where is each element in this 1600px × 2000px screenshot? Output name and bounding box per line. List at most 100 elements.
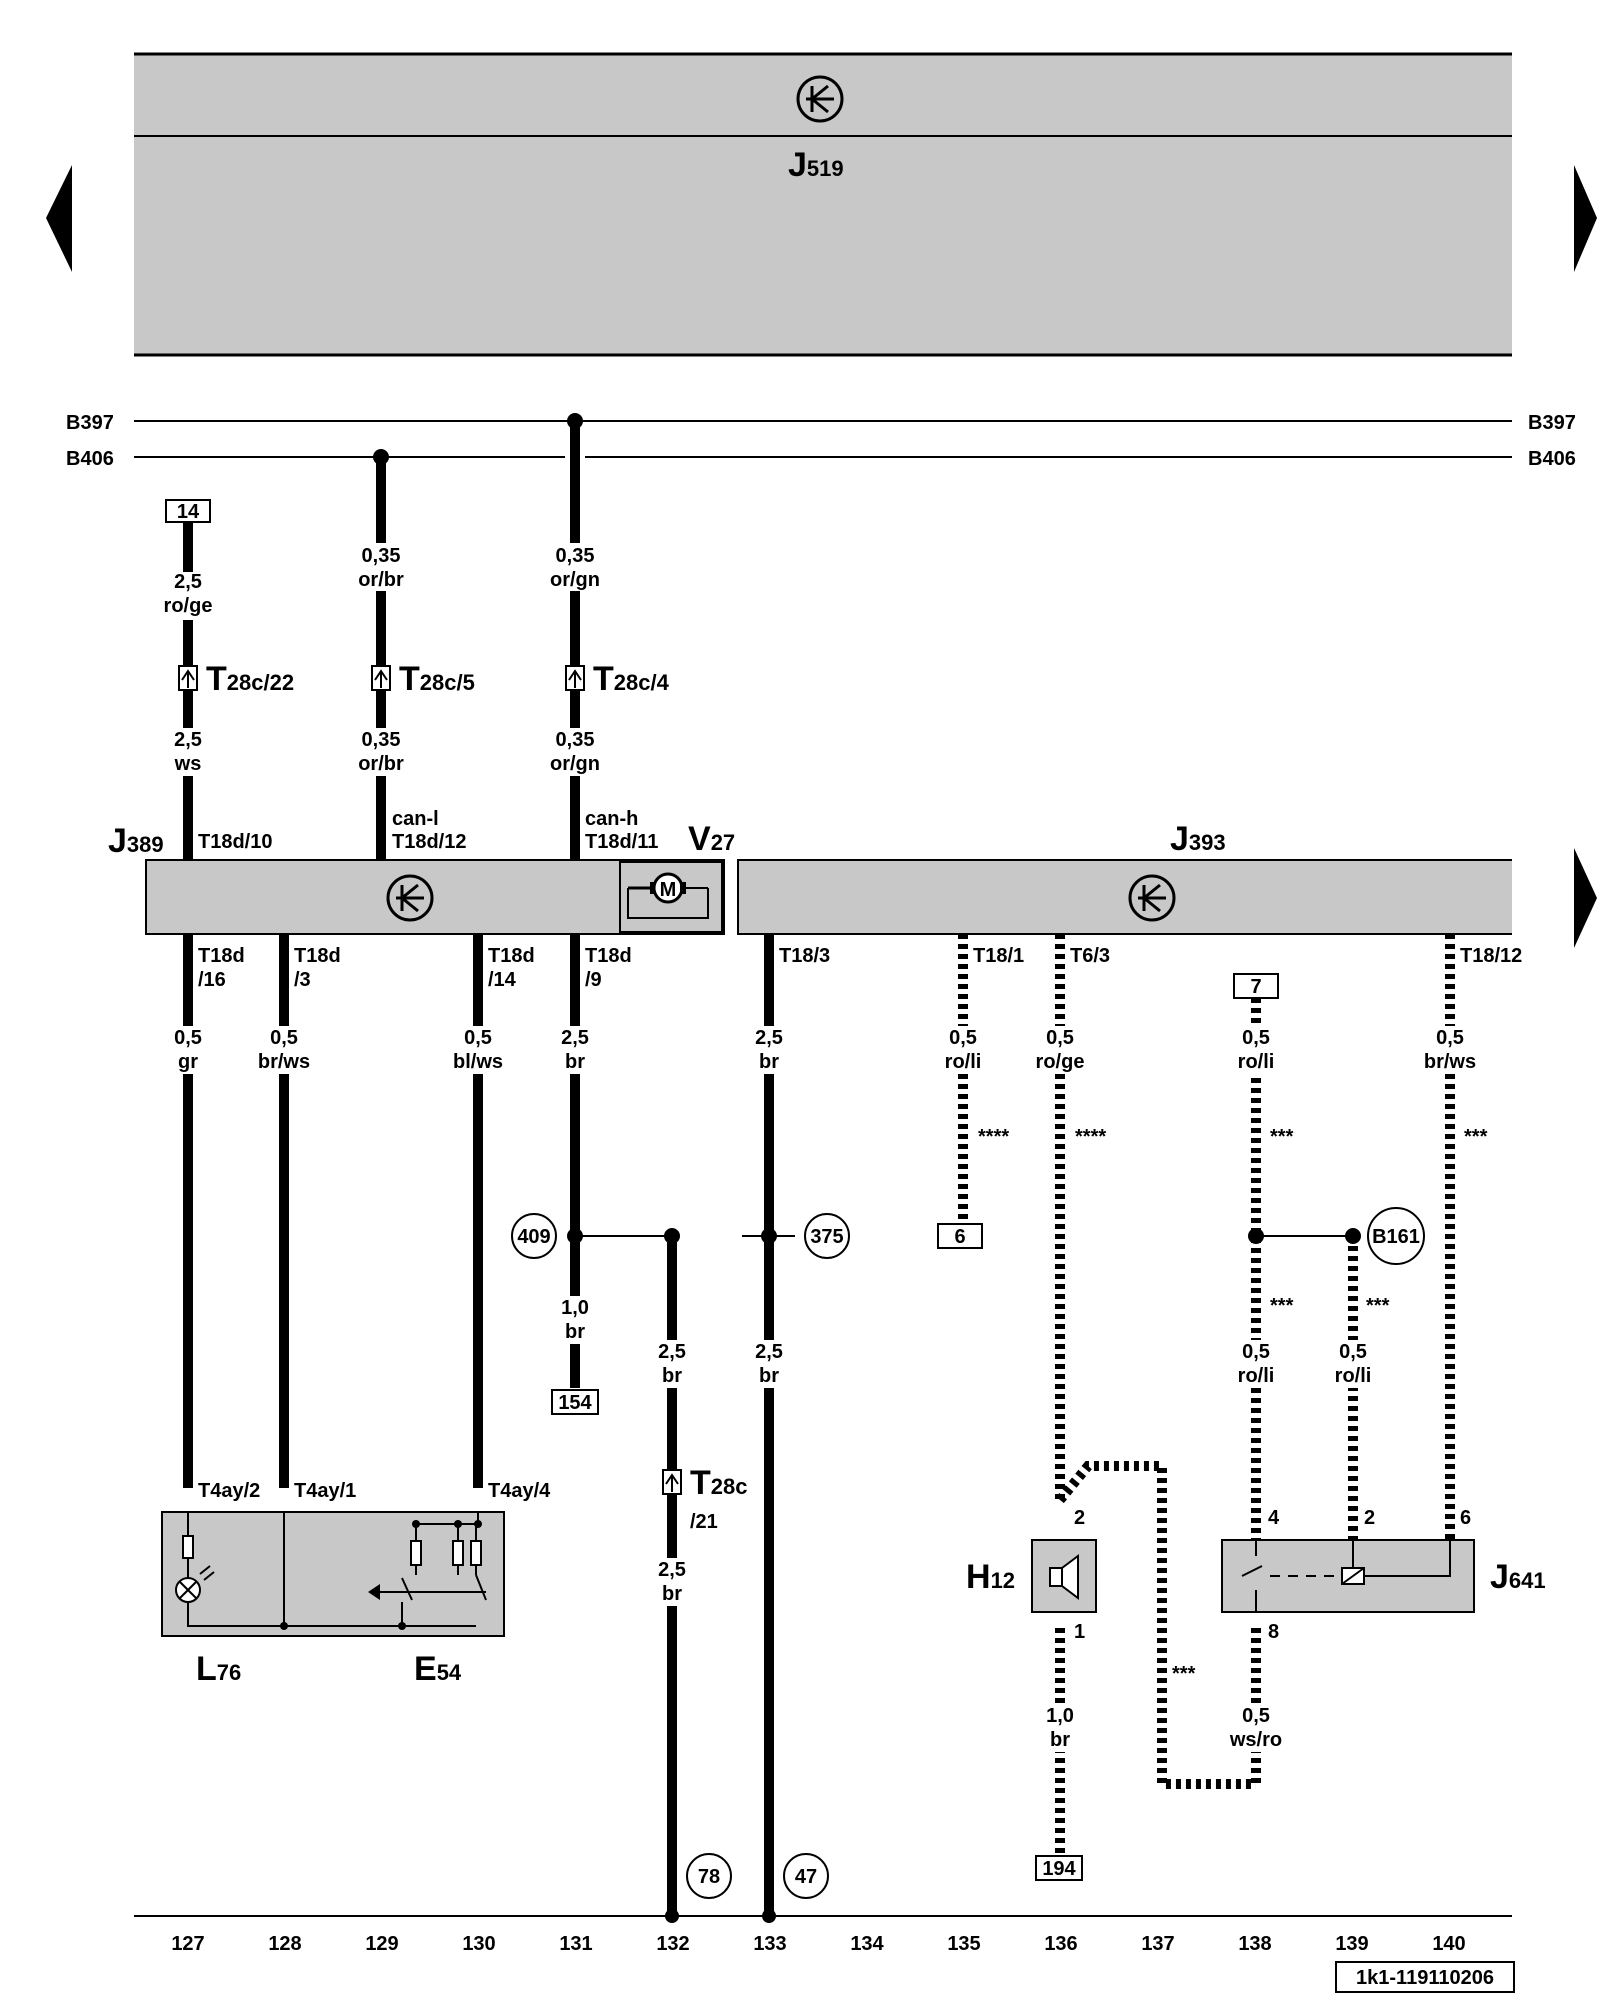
wire-color: or/br [358,753,404,775]
arrow-right-icon[interactable] [1574,848,1597,948]
pin-label: 8 [1268,1621,1279,1643]
component-h12: 2 1 H12 [966,1507,1097,1643]
wire-color: or/gn [550,569,600,591]
ref-circle: 47 [795,1866,817,1888]
connector-t28c4: T28c/4 [565,660,670,698]
wire-size: 2,5 [658,1559,686,1581]
column-number: 127 [171,1933,204,1955]
speaker-icon [1049,1554,1079,1600]
column-number: 137 [1141,1933,1174,1955]
svg-text:/21: /21 [690,1511,718,1533]
wire-size: 2,5 [658,1341,686,1363]
module-j519: J519 [134,52,1512,357]
wire-color: ro/ge [164,595,213,617]
wire-color: ro/li [945,1051,982,1073]
bus-label: B406 [66,448,114,470]
wire-size: 0,35 [556,729,595,751]
pin-label: T18d/12 [392,831,466,853]
footnote-marker: *** [1172,1663,1196,1685]
electronic-module-icon [386,874,434,922]
column-number: 130 [462,1933,495,1955]
ref-circle: 78 [698,1866,720,1888]
wire-size: 0,5 [949,1027,977,1049]
pin-label: T18/12 [1460,945,1522,967]
footnote-marker: *** [1270,1295,1294,1317]
pin-label: /3 [294,969,311,991]
wire-color: br/ws [1424,1051,1476,1073]
component-l76-e54: T4ay/2 T4ay/1 T4ay/4 [161,1480,551,1688]
wire-size: 0,5 [1242,1027,1270,1049]
svg-text:T28c: T28c [690,1464,748,1502]
component-e54-label: E54 [414,1650,462,1688]
column-number: 132 [656,1933,689,1955]
module-j393-label: J393 [1170,820,1226,858]
wire-size: 0,35 [362,729,401,751]
wire-size: 2,5 [561,1027,589,1049]
electronic-module-icon [796,75,844,123]
wire-size: 0,35 [362,545,401,567]
svg-text:T28c/22: T28c/22 [206,660,294,698]
wire-color: or/br [358,569,404,591]
pin-label: T18d [198,945,245,967]
column-number: 128 [268,1933,301,1955]
column-number: 135 [947,1933,980,1955]
pin-label: T4ay/4 [488,1480,551,1502]
component-j641: 4 2 6 8 J641 [1221,1507,1546,1643]
wire-size: 0,5 [1436,1027,1464,1049]
connector-t28c21: T28c /21 [662,1464,748,1533]
pin-label: /9 [585,969,602,991]
pin-label: can-h [585,808,638,830]
wire-color: br/ws [258,1051,310,1073]
wire-color: ro/li [1238,1365,1275,1387]
wire-size: 0,5 [1242,1341,1270,1363]
motor-icon: M [627,872,709,919]
pin-label: 6 [1460,1507,1471,1529]
component-l76-label: L76 [196,1650,241,1688]
ref-box: 154 [558,1392,592,1414]
pin-label: T18/3 [779,945,830,967]
wire-color: ws/ro [1229,1729,1282,1751]
module-j519-label: J519 [788,146,844,184]
drawing-id: 1k1-119110206 [1356,1967,1494,1989]
ref-circle: B161 [1372,1226,1420,1248]
wire-size: 1,0 [561,1297,589,1319]
pin-label: T18d [488,945,535,967]
ref-circle: 409 [517,1226,550,1248]
bus-label: B397 [1528,412,1576,434]
column-number: 136 [1044,1933,1077,1955]
pin-label: T4ay/1 [294,1480,356,1502]
module-j389: M [145,859,725,935]
column-number: 133 [753,1933,786,1955]
pin-label: can-l [392,808,439,830]
wire-color: or/gn [550,753,600,775]
svg-text:T28c/5: T28c/5 [399,660,475,698]
wire-color: gr [178,1051,198,1073]
wire-size: 2,5 [174,729,202,751]
switch-icon [368,1512,487,1630]
pin-label: T18d/11 [585,831,658,853]
ref-box: 7 [1250,976,1261,998]
footnote-marker: *** [1464,1126,1488,1148]
wire-color: br [759,1051,779,1073]
wire-size: 0,35 [556,545,595,567]
footnote-marker: **** [1075,1126,1106,1148]
column-number: 129 [365,1933,398,1955]
column-number: 138 [1238,1933,1271,1955]
module-j393 [737,859,1512,935]
footnote-marker: *** [1270,1126,1294,1148]
column-number: 131 [559,1933,592,1955]
arrow-left-icon[interactable] [46,165,72,272]
wire-size: 0,5 [464,1027,492,1049]
column-number: 139 [1335,1933,1368,1955]
wire-size: 0,5 [1046,1027,1074,1049]
pin-label: T4ay/2 [198,1480,260,1502]
wire-color: br [662,1365,682,1387]
wire-color: br [1050,1729,1070,1751]
connector-t28c22: T28c/22 [178,660,294,698]
pin-label: 1 [1074,1621,1085,1643]
wire-color: ws [174,753,202,775]
arrow-right-icon[interactable] [1574,165,1597,272]
wire-color: bl/ws [453,1051,503,1073]
